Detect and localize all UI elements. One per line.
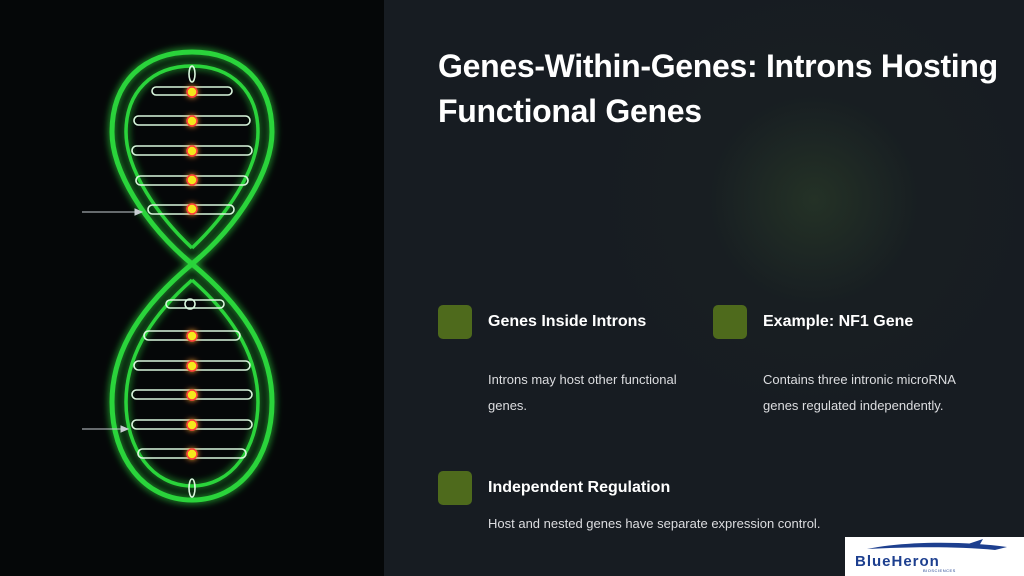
heron-logo-mark: BlueHeron BIOSCIENCES — [855, 539, 1007, 573]
green-square-icon — [713, 305, 747, 339]
card-genes-inside-introns: Genes Inside Introns Introns may host ot… — [438, 305, 698, 425]
logo-wordmark: BlueHeron — [855, 553, 940, 570]
card-independent-regulation: Independent Regulation Host and nested g… — [438, 471, 998, 541]
pointer-arrows — [82, 208, 144, 433]
dna-illustration-panel — [0, 0, 384, 576]
card-description: Contains three intronic microRNA genes r… — [763, 372, 956, 413]
logo-subtext: BIOSCIENCES — [923, 568, 956, 573]
slide-title: Genes-Within-Genes: Introns Hosting Func… — [438, 48, 998, 129]
card-title: Example: NF1 Gene — [763, 313, 914, 330]
dna-helix-illustration — [82, 49, 275, 503]
card-title: Independent Regulation — [488, 479, 671, 496]
card-description: Introns may host other functional genes. — [488, 372, 677, 413]
card-example-nf1-gene: Example: NF1 Gene Contains three introni… — [713, 305, 993, 425]
green-square-icon — [438, 305, 472, 339]
green-square-icon — [438, 471, 472, 505]
blueheron-logo: BlueHeron BIOSCIENCES — [845, 537, 1024, 576]
card-description: Host and nested genes have separate expr… — [488, 516, 821, 531]
card-title: Genes Inside Introns — [488, 313, 647, 330]
content-panel: Genes-Within-Genes: Introns Hosting Func… — [384, 0, 1024, 576]
glowing-nodes — [186, 86, 198, 460]
